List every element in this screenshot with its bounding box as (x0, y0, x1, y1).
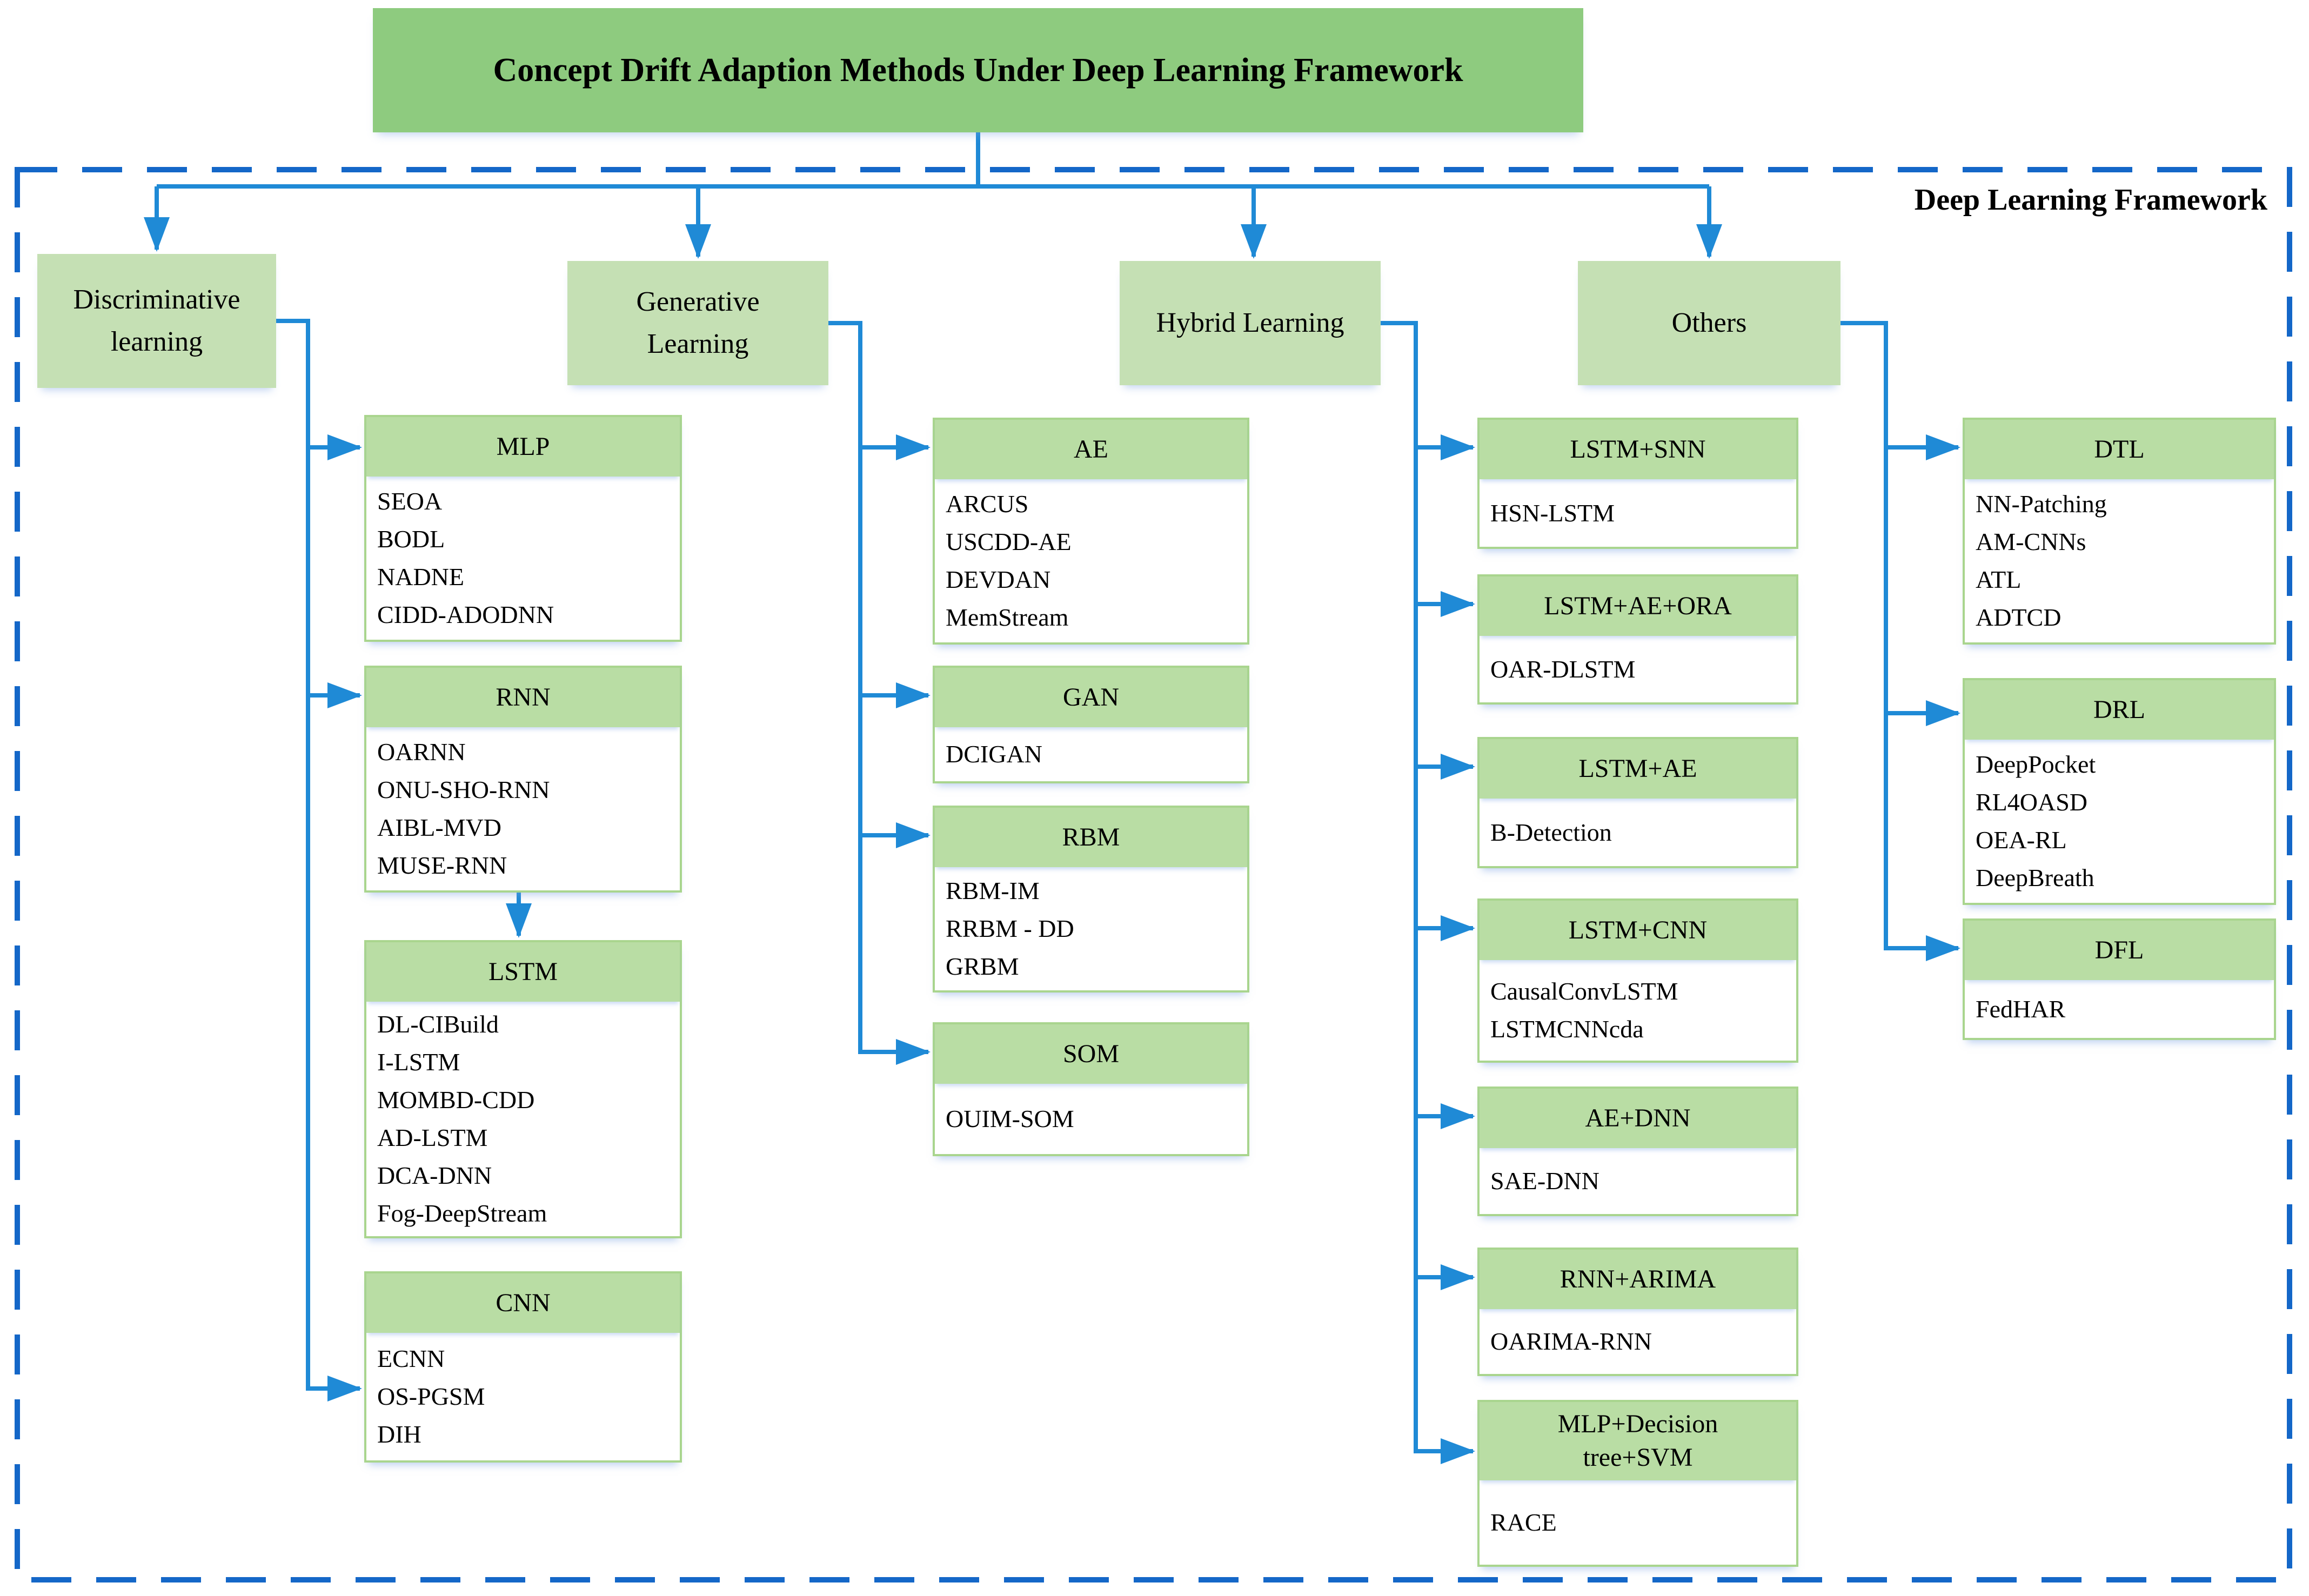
box-mlp-decision-tree-svm-title: MLP+Decision tree+SVM (1480, 1402, 1796, 1480)
box-lstm-items: DL-CIBuild I-LSTM MOMBD-CDD AD-LSTM DCA-… (377, 1010, 547, 1227)
connector-trunk-hybrid-to-mlp-dt-svm (1381, 321, 1475, 1464)
connector-trunk-others-to-dfl (1840, 321, 1960, 961)
box-lstm-snn-items: HSN-LSTM (1490, 499, 1615, 527)
box-mlp-items: SEOA BODL NADNE CIDD-ADODNN (377, 487, 554, 628)
box-lstm-ae-ora-items: OAR-DLSTM (1490, 655, 1636, 683)
box-dtl-title: DTL (1965, 420, 2274, 479)
box-rnn-items: OARNN ONU-SHO-RNN AIBL-MVD MUSE-RNN (377, 738, 550, 879)
box-lstm-ae-ora-title: LSTM+AE+ORA (1480, 576, 1796, 636)
connector-trunk-discriminative-to-cnn (276, 319, 362, 1401)
box-cnn-title: CNN (366, 1273, 680, 1333)
box-som-title: SOM (935, 1024, 1247, 1084)
connector-trunk-generative-to-som (828, 321, 931, 1065)
box-rnn-arima-items: OARIMA-RNN (1490, 1327, 1652, 1355)
box-lstm-title: LSTM (366, 942, 680, 1002)
box-gan-items: DCIGAN (946, 740, 1042, 768)
box-gan: GAN DCIGAN (933, 666, 1249, 783)
box-mlp-title: MLP (366, 417, 680, 477)
category-hybrid-learning: Hybrid Learning (1120, 261, 1381, 385)
box-drl: DRL DeepPocket RL4OASD OEA-RL DeepBreath (1963, 678, 2276, 905)
box-rnn-arima-title: RNN+ARIMA (1480, 1250, 1796, 1309)
box-mlp-decision-tree-svm: MLP+Decision tree+SVM RACE (1477, 1400, 1798, 1567)
box-rbm-items: RBM-IM RRBM - DD GRBM (946, 877, 1074, 980)
box-dtl-items: NN-Patching AM-CNNs ATL ADTCD (1976, 490, 2107, 631)
box-ae-dnn: AE+DNN SAE-DNN (1477, 1087, 1798, 1216)
box-ae-title: AE (935, 420, 1247, 479)
box-dfl-items: FedHAR (1976, 995, 2066, 1023)
category-others: Others (1578, 261, 1840, 385)
box-dfl: DFL FedHAR (1963, 918, 2276, 1040)
box-ae-dnn-items: SAE-DNN (1490, 1167, 1599, 1195)
box-drl-items: DeepPocket RL4OASD OEA-RL DeepBreath (1976, 750, 2096, 891)
box-cnn-items: ECNN OS-PGSM DIH (377, 1345, 485, 1448)
box-rbm: RBM RBM-IM RRBM - DD GRBM (933, 806, 1249, 993)
box-lstm: LSTM DL-CIBuild I-LSTM MOMBD-CDD AD-LSTM… (364, 940, 682, 1238)
box-lstm-snn-title: LSTM+SNN (1480, 420, 1796, 479)
box-rnn: RNN OARNN ONU-SHO-RNN AIBL-MVD MUSE-RNN (364, 666, 682, 893)
box-mlp-decision-tree-svm-items: RACE (1490, 1508, 1557, 1536)
box-ae-items: ARCUS USCDD-AE DEVDAN MemStream (946, 490, 1072, 631)
box-dfl-title: DFL (1965, 921, 2274, 980)
box-ae: AE ARCUS USCDD-AE DEVDAN MemStream (933, 418, 1249, 645)
box-drl-title: DRL (1965, 680, 2274, 740)
box-lstm-cnn-title: LSTM+CNN (1480, 901, 1796, 960)
diagram-title: Concept Drift Adaption Methods Under Dee… (373, 8, 1583, 132)
box-som-items: OUIM-SOM (946, 1105, 1074, 1132)
box-dtl: DTL NN-Patching AM-CNNs ATL ADTCD (1963, 418, 2276, 645)
category-discriminative-learning: Discriminative learning (37, 254, 276, 388)
box-lstm-ae: LSTM+AE B-Detection (1477, 737, 1798, 868)
box-rbm-title: RBM (935, 808, 1247, 867)
box-lstm-ae-items: B-Detection (1490, 818, 1612, 846)
box-lstm-snn: LSTM+SNN HSN-LSTM (1477, 418, 1798, 549)
category-generative-learning: Generative Learning (567, 261, 828, 385)
box-cnn: CNN ECNN OS-PGSM DIH (364, 1271, 682, 1463)
box-som: SOM OUIM-SOM (933, 1022, 1249, 1156)
box-gan-title: GAN (935, 668, 1247, 727)
box-lstm-cnn: LSTM+CNN CausalConvLSTM LSTMCNNcda (1477, 898, 1798, 1063)
box-mlp: MLP SEOA BODL NADNE CIDD-ADODNN (364, 415, 682, 642)
box-rnn-title: RNN (366, 668, 680, 727)
box-ae-dnn-title: AE+DNN (1480, 1089, 1796, 1148)
box-lstm-ae-ora: LSTM+AE+ORA OAR-DLSTM (1477, 574, 1798, 705)
box-rnn-arima: RNN+ARIMA OARIMA-RNN (1477, 1248, 1798, 1376)
frame-label: Deep Learning Framework (1914, 183, 2267, 217)
box-lstm-ae-title: LSTM+AE (1480, 739, 1796, 799)
box-lstm-cnn-items: CausalConvLSTM LSTMCNNcda (1490, 977, 1678, 1043)
